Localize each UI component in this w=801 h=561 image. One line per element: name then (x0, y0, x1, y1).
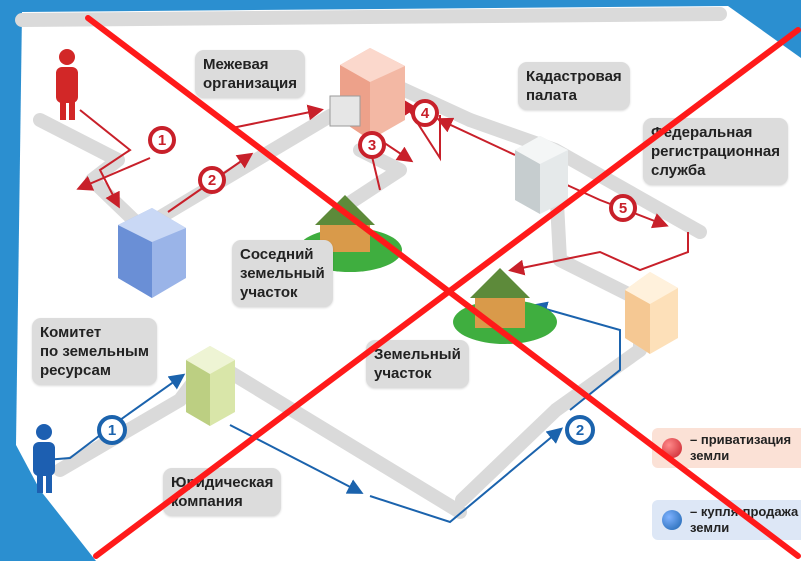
legend-blue-dot-icon (662, 510, 682, 530)
land-plot-label: Земельный участок (366, 340, 469, 388)
cadastre-building-icon (515, 136, 568, 214)
person-blue-icon (33, 424, 55, 493)
land-committee-label: Комитет по земельным ресурсам (32, 318, 157, 385)
step-red-1: 1 (158, 132, 166, 149)
step-red-4: 4 (421, 105, 430, 122)
legend-red-dot-icon (662, 438, 682, 458)
step-red-5: 5 (619, 200, 627, 217)
legal-company-label: Юридическая компания (163, 468, 282, 516)
federal-registration-label: Федеральная регистрационная служба (643, 118, 788, 185)
person-red-icon (56, 49, 78, 120)
neighbor-plot-label: Соседний земельный участок (232, 240, 333, 307)
step-blue-2: 2 (576, 422, 584, 439)
legal-company-building-icon (186, 346, 235, 426)
land-survey-org-label: Межевая организация (195, 50, 305, 98)
step-red-2: 2 (208, 172, 216, 189)
legend-purchase: – купля-продажа земли (652, 500, 801, 540)
step-blue-1: 1 (108, 422, 116, 439)
step-red-3: 3 (368, 137, 376, 154)
federal-building-icon (625, 272, 678, 354)
cadastre-chamber-label: Кадастровая палата (518, 62, 630, 110)
legend-privatization: – приватизация земли (652, 428, 801, 468)
